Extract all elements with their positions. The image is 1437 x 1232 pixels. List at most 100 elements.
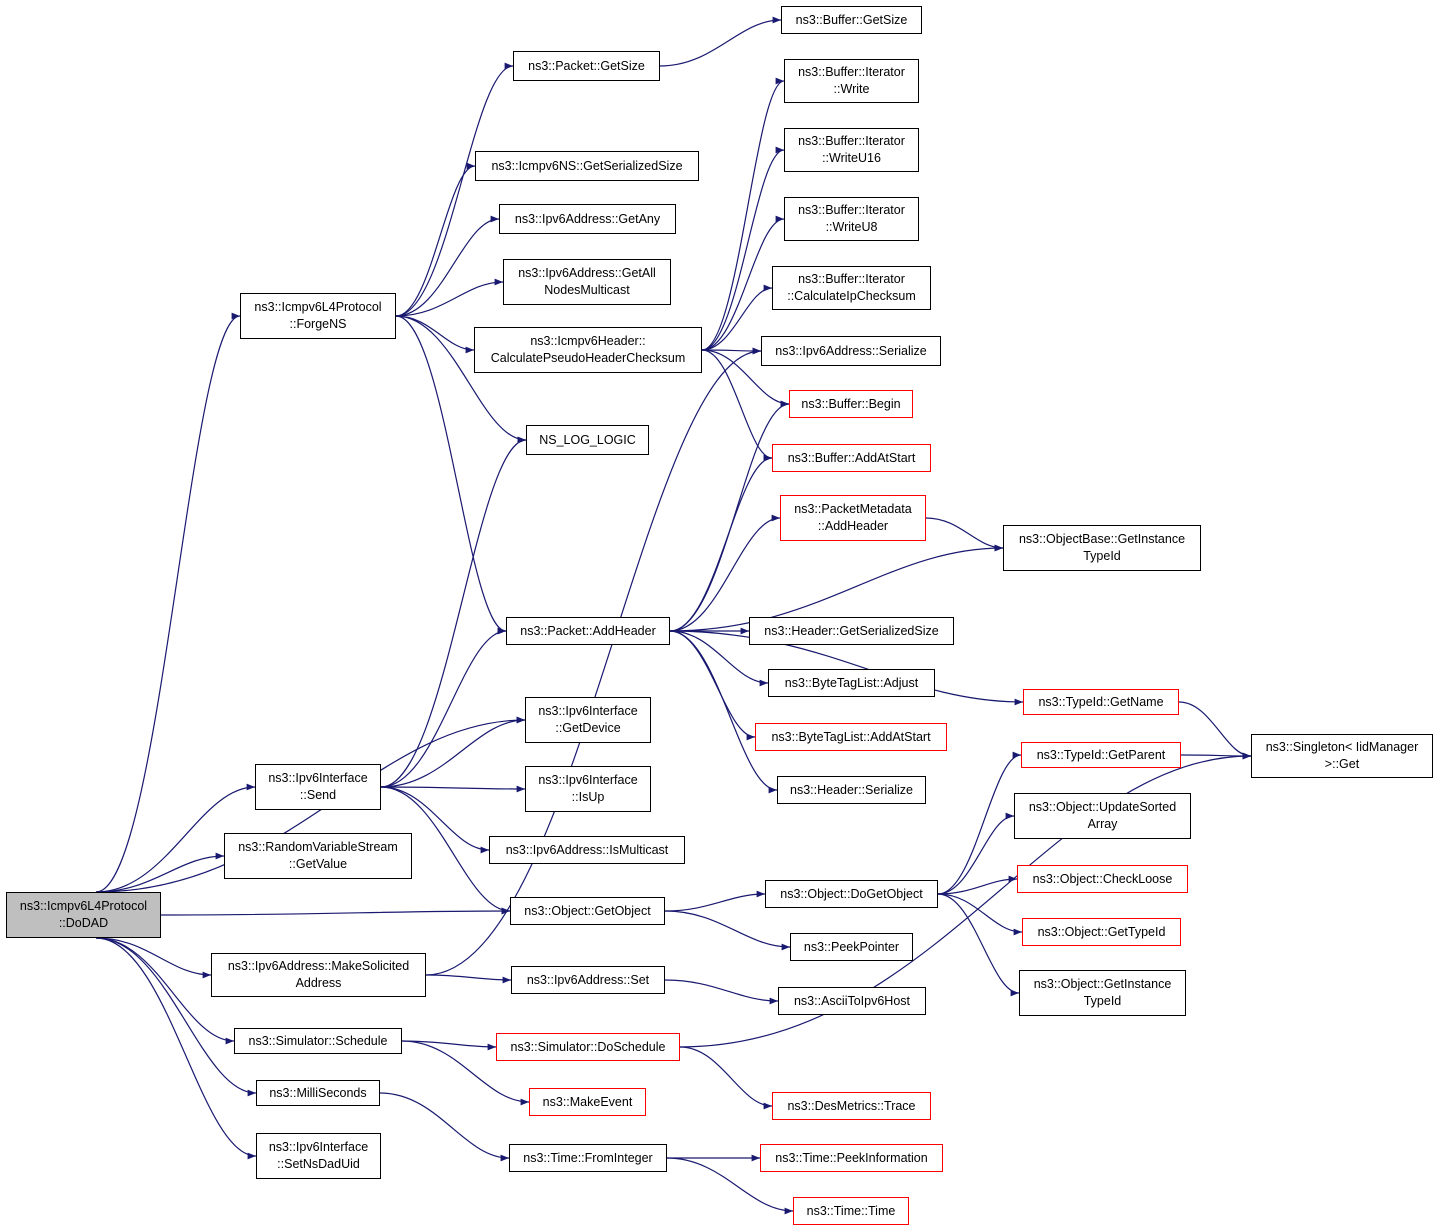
- edge-forgens-to-pkt-getsize: [395, 62, 514, 317]
- edge-forgens-to-nslog: [395, 315, 527, 444]
- node-label-line: >::Get: [1324, 757, 1360, 771]
- edge-calcpseudo-to-buf-addstart: [701, 349, 773, 462]
- edge-sim-dosched-to-singleton: [679, 752, 1252, 1048]
- node-fromint[interactable]: ns3::Time::FromInteger: [509, 1144, 667, 1172]
- node-label-line: ns3::Ipv6Interface: [268, 1140, 369, 1154]
- node-ip6-ser[interactable]: ns3::Ipv6Address::Serialize: [761, 336, 941, 366]
- edge-obj-dogetobject-to-obj-getinst: [937, 893, 1020, 997]
- node-it-write[interactable]: ns3::Buffer::Iterator::Write: [784, 59, 919, 103]
- node-label-line: ns3::TypeId::GetName: [1038, 694, 1164, 709]
- node-label-line: ns3::Header::GetSerializedSize: [764, 623, 939, 638]
- edge-calcpseudo-to-it-calcip: [701, 284, 773, 351]
- node-rvs-getvalue[interactable]: ns3::RandomVariableStream::GetValue: [224, 833, 412, 879]
- node-label-line: ns3::Icmpv6NS::GetSerializedSize: [491, 158, 683, 173]
- edge-forgens-to-pkt-addheader: [395, 315, 507, 635]
- node-pm-addheader[interactable]: ns3::PacketMetadata::AddHeader: [780, 495, 926, 541]
- node-makeevent[interactable]: ns3::MakeEvent: [529, 1088, 646, 1116]
- node-label-line: NodesMulticast: [544, 283, 630, 297]
- node-calcpseudo[interactable]: ns3::Icmpv6Header::CalculatePseudoHeader…: [474, 327, 702, 373]
- node-label-line: ns3::Time::PeekInformation: [775, 1150, 928, 1165]
- node-sim-schedule[interactable]: ns3::Simulator::Schedule: [234, 1028, 402, 1054]
- node-hdr-getser[interactable]: ns3::Header::GetSerializedSize: [749, 617, 954, 645]
- node-nslog[interactable]: NS_LOG_LOGIC: [526, 425, 649, 455]
- edge-sim-schedule-to-makeevent: [401, 1040, 530, 1106]
- node-obj-gettypeid[interactable]: ns3::Object::GetTypeId: [1022, 918, 1181, 946]
- node-if-isup[interactable]: ns3::Ipv6Interface::IsUp: [525, 766, 651, 812]
- node-milli[interactable]: ns3::MilliSeconds: [256, 1080, 380, 1106]
- edge-obj-getobject-to-obj-dogetobject: [664, 890, 766, 912]
- node-buf-getsize[interactable]: ns3::Buffer::GetSize: [781, 6, 922, 34]
- node-singleton[interactable]: ns3::Singleton< IidManager>::Get: [1251, 734, 1433, 778]
- node-tid-getparent[interactable]: ns3::TypeId::GetParent: [1021, 742, 1181, 768]
- node-peekpointer[interactable]: ns3::PeekPointer: [790, 933, 913, 961]
- node-label-line: ns3::ByteTagList::AddAtStart: [771, 729, 931, 744]
- edge-dodad-to-obj-getobject: [160, 907, 511, 916]
- edge-pkt-getsize-to-buf-getsize: [659, 16, 782, 67]
- edge-tid-getname-to-singleton: [1178, 701, 1252, 760]
- node-label-line: ns3::Buffer::Iterator: [798, 272, 905, 286]
- node-obj-getobject[interactable]: ns3::Object::GetObject: [510, 897, 665, 925]
- node-buf-begin[interactable]: ns3::Buffer::Begin: [789, 390, 913, 418]
- edge-pkt-addheader-to-btl-addstart: [669, 630, 756, 741]
- edge-makesolicited-to-ip6-set: [425, 974, 512, 984]
- node-buf-addstart[interactable]: ns3::Buffer::AddAtStart: [772, 444, 931, 472]
- edge-pkt-addheader-to-hdr-ser: [669, 630, 778, 794]
- node-ns-getser[interactable]: ns3::Icmpv6NS::GetSerializedSize: [475, 151, 699, 181]
- edge-calcpseudo-to-it-write8: [701, 215, 785, 351]
- edge-fromint-to-time-time: [666, 1157, 794, 1215]
- node-label-line: ns3::ObjectBase::GetInstance: [1018, 532, 1186, 546]
- node-hdr-ser[interactable]: ns3::Header::Serialize: [777, 776, 926, 804]
- node-label-line: ::ForgeNS: [289, 317, 347, 331]
- node-btl-adjust[interactable]: ns3::ByteTagList::Adjust: [768, 669, 935, 697]
- node-label-line: ns3::Time::Time: [806, 1203, 896, 1218]
- node-setnsdad[interactable]: ns3::Ipv6Interface::SetNsDadUid: [256, 1133, 381, 1179]
- node-getany[interactable]: ns3::Ipv6Address::GetAny: [499, 204, 676, 234]
- node-label-line: NS_LOG_LOGIC: [539, 432, 636, 447]
- node-it-write8[interactable]: ns3::Buffer::Iterator::WriteU8: [784, 197, 919, 241]
- node-obj-checkloose[interactable]: ns3::Object::CheckLoose: [1017, 865, 1188, 893]
- edge-obj-dogetobject-to-obj-gettypeid: [937, 893, 1023, 936]
- node-ip6-set[interactable]: ns3::Ipv6Address::Set: [511, 966, 665, 994]
- node-label-line: ns3::Simulator::DoSchedule: [510, 1039, 666, 1054]
- node-pkt-addheader[interactable]: ns3::Packet::AddHeader: [506, 617, 670, 645]
- edge-dodad-to-rvs-getvalue: [95, 852, 225, 893]
- edge-ip6-set-to-ascii: [664, 979, 779, 1005]
- node-tid-getname[interactable]: ns3::TypeId::GetName: [1023, 689, 1179, 715]
- edge-dodad-to-setnsdad: [95, 937, 257, 1160]
- node-btl-addstart[interactable]: ns3::ByteTagList::AddAtStart: [755, 723, 947, 751]
- node-obj-dogetobject[interactable]: ns3::Object::DoGetObject: [765, 880, 938, 908]
- node-label-line: ::WriteU16: [822, 151, 881, 165]
- node-label-line: ns3::MakeEvent: [542, 1094, 633, 1109]
- node-label-line: ::Write: [833, 82, 870, 96]
- node-peekinfo[interactable]: ns3::Time::PeekInformation: [760, 1144, 943, 1172]
- node-label-line: ::Send: [299, 788, 337, 802]
- node-if-send[interactable]: ns3::Ipv6Interface::Send: [255, 764, 381, 810]
- node-pkt-getsize[interactable]: ns3::Packet::GetSize: [513, 51, 660, 81]
- node-it-calcip[interactable]: ns3::Buffer::Iterator::CalculateIpChecks…: [772, 266, 931, 310]
- node-desmetrics[interactable]: ns3::DesMetrics::Trace: [772, 1092, 931, 1120]
- node-ismulticast[interactable]: ns3::Ipv6Address::IsMulticast: [489, 836, 685, 864]
- node-label-line: ns3::Object::DoGetObject: [780, 886, 923, 901]
- node-label-line: ns3::MilliSeconds: [269, 1085, 367, 1100]
- node-time-time[interactable]: ns3::Time::Time: [793, 1197, 909, 1225]
- node-label-line: ns3::Ipv6Address::Set: [526, 972, 650, 987]
- node-label-line: CalculatePseudoHeaderChecksum: [490, 351, 686, 365]
- node-forgens[interactable]: ns3::Icmpv6L4Protocol::ForgeNS: [240, 293, 396, 339]
- node-label-line: ns3::PacketMetadata: [794, 502, 912, 516]
- node-ascii[interactable]: ns3::AsciiToIpv6Host: [778, 987, 926, 1015]
- node-label-line: ns3::Icmpv6L4Protocol: [19, 899, 148, 913]
- node-label-line: ::DoDAD: [58, 916, 109, 930]
- node-if-getdevice[interactable]: ns3::Ipv6Interface::GetDevice: [525, 697, 651, 743]
- node-it-write16[interactable]: ns3::Buffer::Iterator::WriteU16: [784, 128, 919, 172]
- node-label-line: ns3::AsciiToIpv6Host: [793, 993, 911, 1008]
- node-label-line: ns3::Ipv6Address::Serialize: [775, 343, 927, 358]
- node-label-line: ns3::RandomVariableStream: [238, 840, 398, 854]
- node-sim-dosched[interactable]: ns3::Simulator::DoSchedule: [496, 1033, 680, 1061]
- node-label-line: ns3::Ipv6Interface: [268, 771, 368, 785]
